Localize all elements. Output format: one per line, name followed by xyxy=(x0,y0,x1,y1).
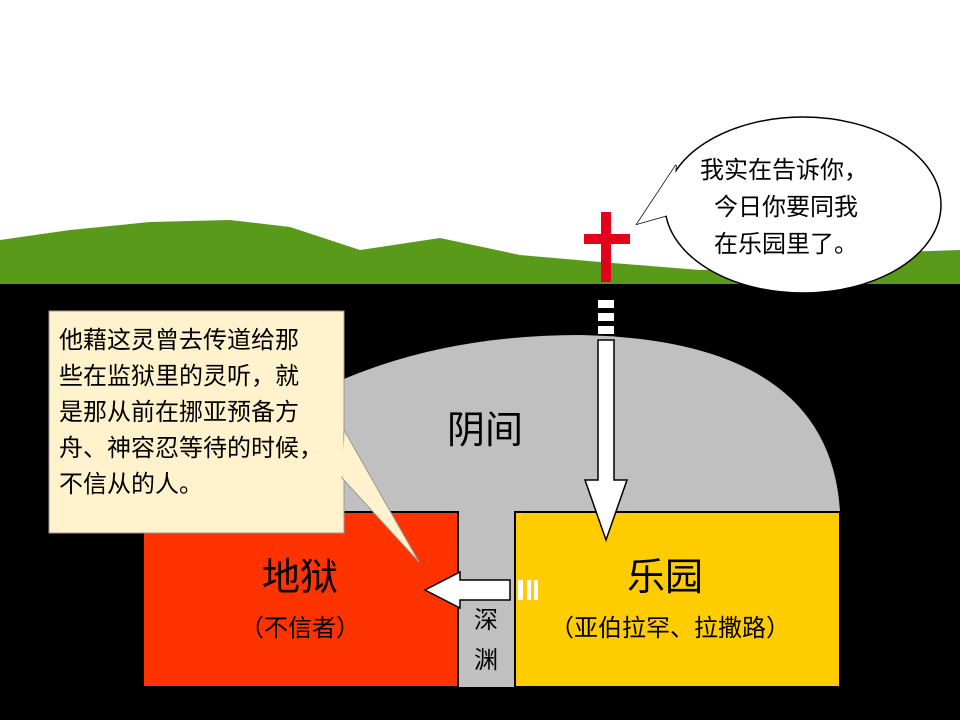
speech-line: 我实在告诉你， xyxy=(700,156,868,184)
hell-label: 地狱 xyxy=(262,555,338,599)
grass-hills xyxy=(0,220,960,284)
speech-line: 今日你要同我 xyxy=(714,193,858,221)
speech-line: 在乐园里了。 xyxy=(714,230,858,258)
cross-icon xyxy=(584,212,630,282)
hell-box xyxy=(142,511,459,688)
speech-bubble xyxy=(635,116,942,294)
paradise-box xyxy=(514,511,841,688)
note-callout-text: 他藉这灵曾去传道给那 些在监狱里的灵听，就 是那从前在挪亚预备方 舟、神容忍等待… xyxy=(59,322,323,502)
paradise-note: （亚伯拉罕、拉撒路） xyxy=(550,614,790,642)
note-line: 舟、神容忍等待的时候， xyxy=(59,434,323,462)
abyss-label-2: 渊 xyxy=(474,646,498,674)
hades-label: 阴间 xyxy=(447,408,523,452)
hell-note: （不信者） xyxy=(240,614,360,642)
note-line: 他藉这灵曾去传道给那 xyxy=(59,326,299,354)
note-line: 是那从前在挪亚预备方 xyxy=(59,398,299,426)
abyss-label-1: 深 xyxy=(474,606,498,634)
left-arrow-icon xyxy=(423,570,538,610)
note-callout xyxy=(48,310,420,563)
hades-dome xyxy=(300,335,840,512)
note-line: 些在监狱里的灵听，就 xyxy=(59,362,299,390)
down-arrow-icon xyxy=(583,300,629,543)
speech-bubble-text: 我实在告诉你， 今日你要同我 在乐园里了。 xyxy=(700,152,868,263)
note-line: 不信从的人。 xyxy=(59,470,203,498)
paradise-label: 乐园 xyxy=(627,555,703,599)
